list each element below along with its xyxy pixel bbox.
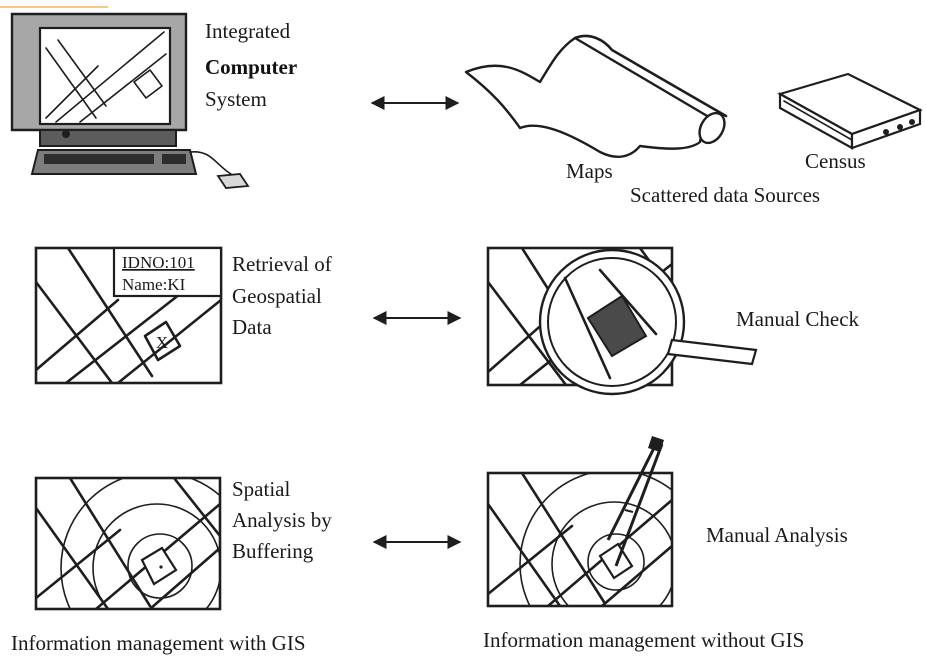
census-label: Census	[805, 149, 866, 173]
magnifier-icon	[538, 248, 758, 396]
buffering-map	[34, 476, 222, 611]
spatial-analysis-label-line2: Analysis by	[232, 508, 332, 532]
record-id: IDNO:101	[122, 253, 195, 272]
computer-label-line1: Integrated	[205, 19, 291, 43]
retrieval-label-line1: Retrieval of	[232, 252, 332, 276]
retrieval-map: X IDNO:101 Name:KI	[34, 246, 223, 385]
census-box-icon	[777, 72, 923, 150]
caption-without-gis: Information management without GIS	[483, 628, 804, 652]
parcel-mark: X	[156, 333, 168, 352]
computer-label-line2: Computer	[205, 55, 297, 79]
map-scroll-icon	[464, 34, 728, 158]
caption-with-gis: Information management with GIS	[11, 631, 306, 655]
spatial-analysis-label-line1: Spatial	[232, 477, 290, 501]
manual-analysis-label: Manual Analysis	[706, 523, 848, 547]
retrieval-label-line2: Geospatial	[232, 284, 322, 308]
compass-icon	[606, 436, 664, 567]
maps-label: Maps	[566, 159, 613, 183]
retrieval-label-line3: Data	[232, 315, 272, 339]
computer-label-line3: System	[205, 87, 267, 111]
computer-icon	[10, 12, 250, 189]
record-name: Name:KI	[122, 275, 186, 294]
manual-check-label: Manual Check	[736, 307, 860, 331]
manual-analysis-map	[486, 471, 674, 608]
sources-caption: Scattered data Sources	[630, 183, 820, 207]
spatial-analysis-label-line3: Buffering	[232, 539, 314, 563]
